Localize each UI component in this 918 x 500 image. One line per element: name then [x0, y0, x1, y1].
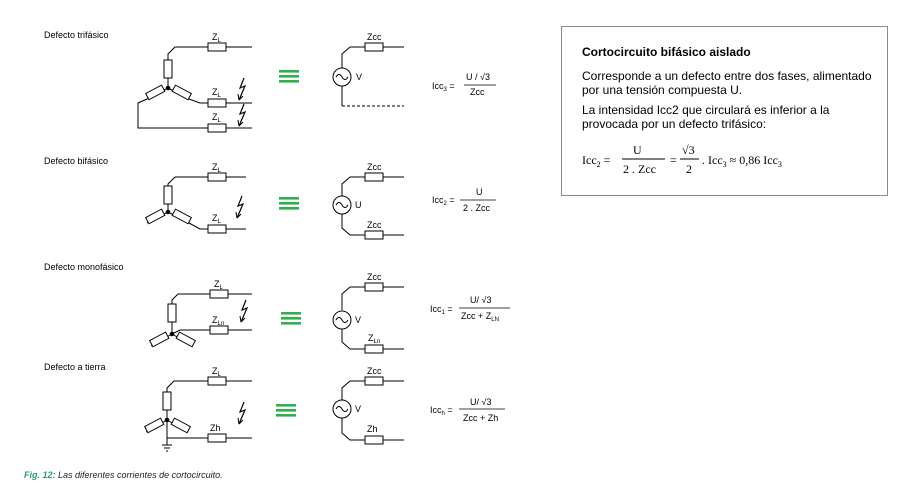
svg-text:Zcc + ZLN: Zcc + ZLN	[461, 311, 499, 323]
svg-text:=: =	[670, 153, 677, 167]
explanation-title: Cortocircuito bifásico aislado	[582, 45, 751, 59]
fault-bolt-icon	[235, 195, 244, 219]
explanation-paragraph-1: Corresponde a un defecto entre dos fases…	[582, 69, 872, 97]
svg-text:Zcc: Zcc	[470, 87, 485, 97]
svg-text:Icc2 =: Icc2 =	[582, 153, 611, 169]
row-title-trifasico: Defecto trifásico	[44, 30, 109, 40]
svg-text:U: U	[633, 143, 642, 157]
formula-icc1: Icc1 = U/ √3 Zcc + ZLN	[430, 295, 510, 323]
svg-text:U / √3: U / √3	[466, 72, 490, 82]
zln-label: ZLn	[212, 315, 224, 327]
v-label: V	[356, 72, 362, 82]
row2-star-network	[144, 172, 246, 234]
zh-label: Zh	[210, 423, 221, 433]
zh-label: Zh	[367, 424, 378, 434]
svg-text:Icc2 =: Icc2 =	[432, 195, 455, 207]
formula-icch: Icch = U/ √3 Zcc + Zh	[430, 397, 505, 423]
zl-label: ZL	[212, 213, 222, 225]
equivalence-icon	[279, 70, 299, 83]
formula-icc2: Icc2 = U 2 . Zcc	[432, 187, 496, 213]
zl-label: ZL	[212, 162, 222, 174]
row-title-bifasico: Defecto bifásico	[44, 156, 109, 166]
v-label: V	[355, 315, 361, 325]
zcc-label: Zcc	[367, 272, 382, 282]
zl-label: ZL	[212, 87, 222, 99]
svg-text:2: 2	[686, 162, 692, 176]
explanation-paragraph-2: La intensidad Icc2 que circulará es infe…	[582, 103, 830, 131]
svg-text:2 . Zcc: 2 . Zcc	[463, 203, 491, 213]
svg-text:Icc3 =: Icc3 =	[432, 81, 455, 93]
formula-icc3: Icc3 = U / √3 Zcc	[432, 72, 496, 97]
svg-text:U/ √3: U/ √3	[470, 397, 491, 407]
row-title-tierra: Defecto a tierra	[44, 362, 106, 372]
svg-text:Icc1 =: Icc1 =	[430, 304, 453, 316]
row2-equivalent-circuit	[332, 172, 404, 240]
zcc-label: Zcc	[367, 32, 382, 42]
figure-caption-text: Las diferentes corrientes de cortocircui…	[55, 470, 223, 480]
zln-label: ZLn	[368, 333, 380, 345]
svg-text:Zcc + Zh: Zcc + Zh	[463, 413, 498, 423]
zl-label: ZL	[212, 366, 222, 378]
v-label: V	[355, 404, 361, 414]
zl-label: ZL	[214, 279, 224, 291]
row1-star-network	[137, 42, 252, 133]
svg-text:U/ √3: U/ √3	[470, 295, 491, 305]
equivalence-icon	[281, 312, 301, 325]
row3-equivalent-circuit	[332, 282, 404, 354]
svg-text:Icch =: Icch =	[430, 405, 453, 417]
explanation-box: Cortocircuito bifásico aislado Correspon…	[561, 26, 888, 196]
row-title-monofasico: Defecto monofásico	[44, 262, 124, 272]
figure-caption: Fig. 12: Las diferentes corrientes de co…	[24, 470, 223, 480]
zl-label: ZL	[212, 32, 222, 44]
zcc-label: Zcc	[367, 162, 382, 172]
u-label: U	[355, 200, 362, 210]
zcc-label: Zcc	[367, 366, 382, 376]
svg-text:U: U	[476, 187, 483, 197]
zcc-label: Zcc	[367, 220, 382, 230]
explanation-formula: Icc2 = U 2 . Zcc = √3 2 . Icc3 ≈ 0,86 Ic…	[582, 143, 782, 176]
svg-text:√3: √3	[682, 143, 695, 157]
zl-label: ZL	[212, 112, 222, 124]
row3-star-network	[148, 289, 252, 348]
fault-bolt-icon	[239, 299, 248, 323]
figure-number: Fig. 12:	[24, 470, 56, 480]
fault-bolt-icon	[237, 103, 246, 127]
equivalence-icon	[276, 404, 296, 417]
row4-equivalent-circuit	[332, 376, 404, 445]
row1-equivalent-circuit	[332, 42, 404, 107]
svg-text:. Icc3 ≈ 0,86 Icc3: . Icc3 ≈ 0,86 Icc3	[702, 153, 782, 169]
equivalence-icon	[279, 197, 299, 210]
row4-star-network	[143, 376, 252, 452]
fault-bolt-icon	[237, 77, 246, 101]
fault-bolt-icon	[237, 401, 246, 425]
svg-text:2 . Zcc: 2 . Zcc	[623, 162, 656, 176]
